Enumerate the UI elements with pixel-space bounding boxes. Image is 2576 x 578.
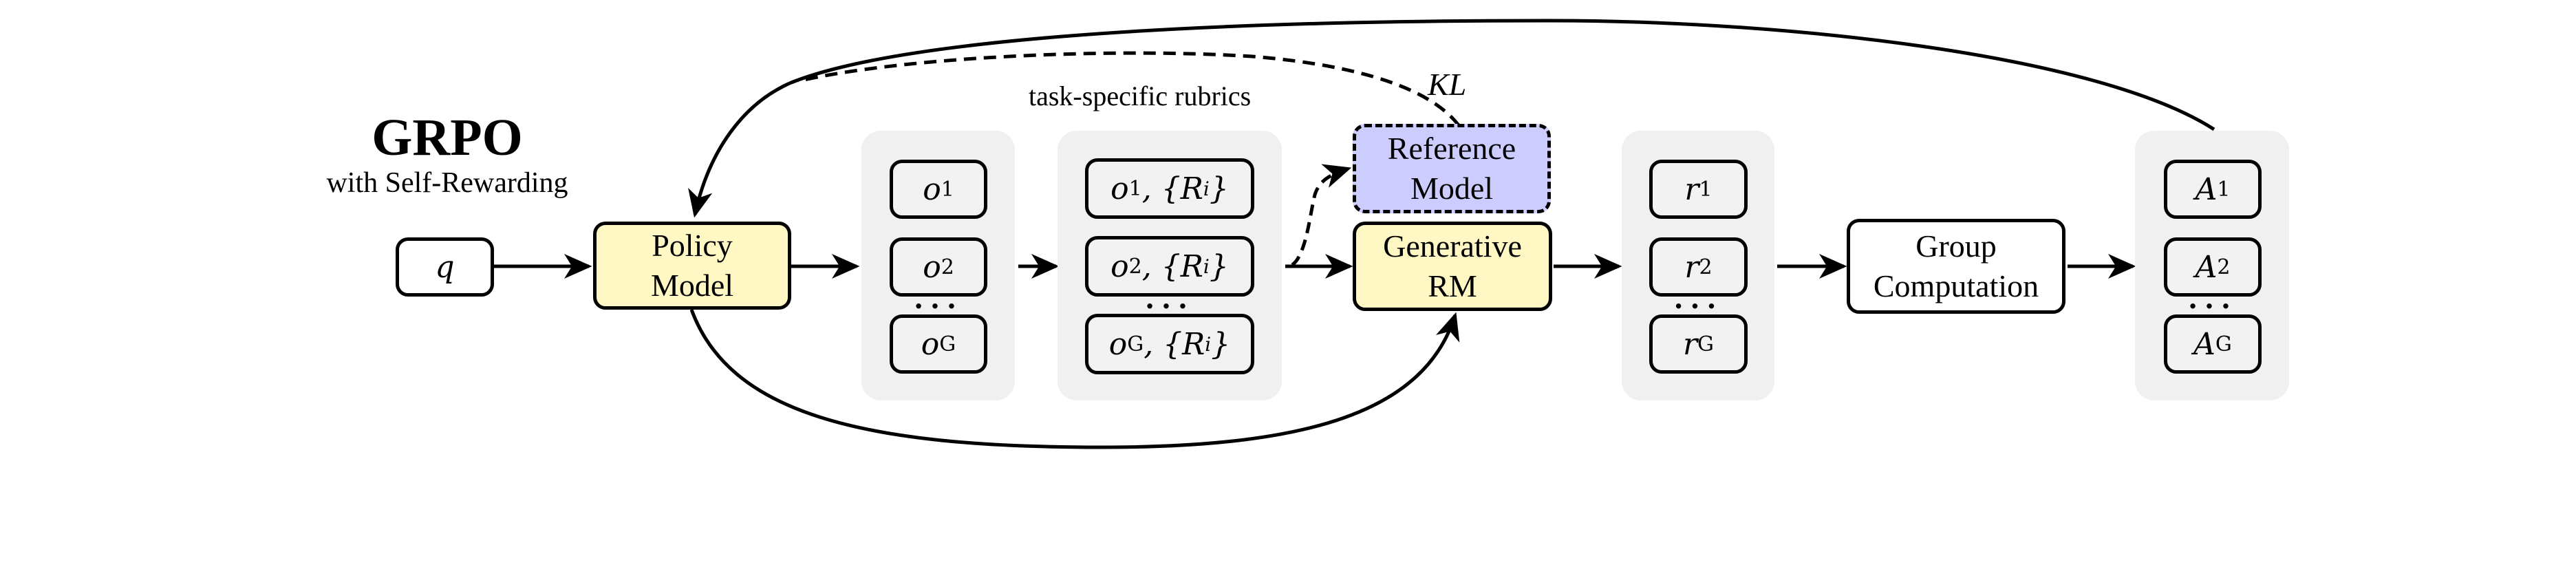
reference-model-node: Reference Model [1353,124,1551,213]
group-computation-line1: Group [1915,228,1997,264]
rubric-output-base: o [1108,326,1128,362]
rubric-set-open: , {R [1141,248,1203,284]
query-node: q [396,237,494,297]
generative-rm-line2: RM [1428,268,1477,303]
reward-sub: 1 [1699,177,1713,202]
diagram-title: GRPO [372,109,523,167]
rubric-set-close: } [1209,248,1229,284]
reference-model-line2: Model [1410,171,1494,206]
policy-model-node: Policy Model [593,222,791,310]
arrow-policy-to-grm [689,309,1460,449]
policy-model-line1: Policy [652,228,733,263]
policy-model-line2: Model [650,268,734,303]
advantage-base: A [2193,326,2215,362]
advantage-sub: G [2215,332,2232,356]
generative-rm-line1: Generative [1383,228,1522,264]
group-computation-line2: Computation [1873,268,2039,303]
rubric-outputs-ellipsis: ··· [1145,290,1194,323]
reward-sub: 2 [1699,255,1713,279]
rubric-output-base: o [1110,248,1129,284]
rubric-output-sub: G [1127,332,1144,356]
rubric-set-close: } [1209,171,1229,206]
output-sub: 2 [941,255,954,279]
rubric-index: i [1203,177,1210,200]
rubric-set-open: , {R [1144,326,1205,362]
output-base: o [923,171,941,207]
reference-model-line1: Reference [1387,131,1516,166]
reward-base: r [1684,249,1699,285]
rubric-index: i [1203,255,1210,278]
outputs-ellipsis: ··· [914,290,963,323]
rubric-set-close: } [1211,326,1231,362]
generative-rm-node: Generative RM [1353,222,1552,311]
reward-sub: G [1697,332,1714,356]
output-base: o [921,326,940,362]
advantage-sub: 1 [2217,177,2231,202]
arrow-rubric-outputs-to-reference [1291,164,1352,267]
reward-base: r [1684,171,1699,207]
advantages-ellipsis: ··· [2188,290,2237,323]
advantage-base: A [2195,249,2218,285]
arrow-advantages-to-policy-feedback [688,19,2215,218]
rubric-set-open: , {R [1141,171,1203,206]
group-computation-node: Group Computation [1847,219,2065,314]
query-symbol: q [435,249,455,285]
output-sub: G [939,332,956,356]
rubric-output-base: o [1110,171,1129,206]
output-base: o [923,249,941,285]
rubric-output-sub: 2 [1128,254,1142,279]
rubric-output-sub: 1 [1128,176,1142,201]
advantage-base: A [2195,171,2218,207]
rubric-index: i [1205,332,1212,356]
rubrics-label: task-specific rubrics [1029,81,1252,111]
output-sub: 1 [941,177,954,202]
reward-base: r [1682,326,1698,362]
kl-dashed-link [797,51,1460,127]
kl-label: KL [1428,67,1467,102]
advantage-sub: 2 [2217,255,2231,279]
rewards-ellipsis: ··· [1673,290,1724,323]
diagram-subtitle: with Self-Rewarding [326,167,568,199]
